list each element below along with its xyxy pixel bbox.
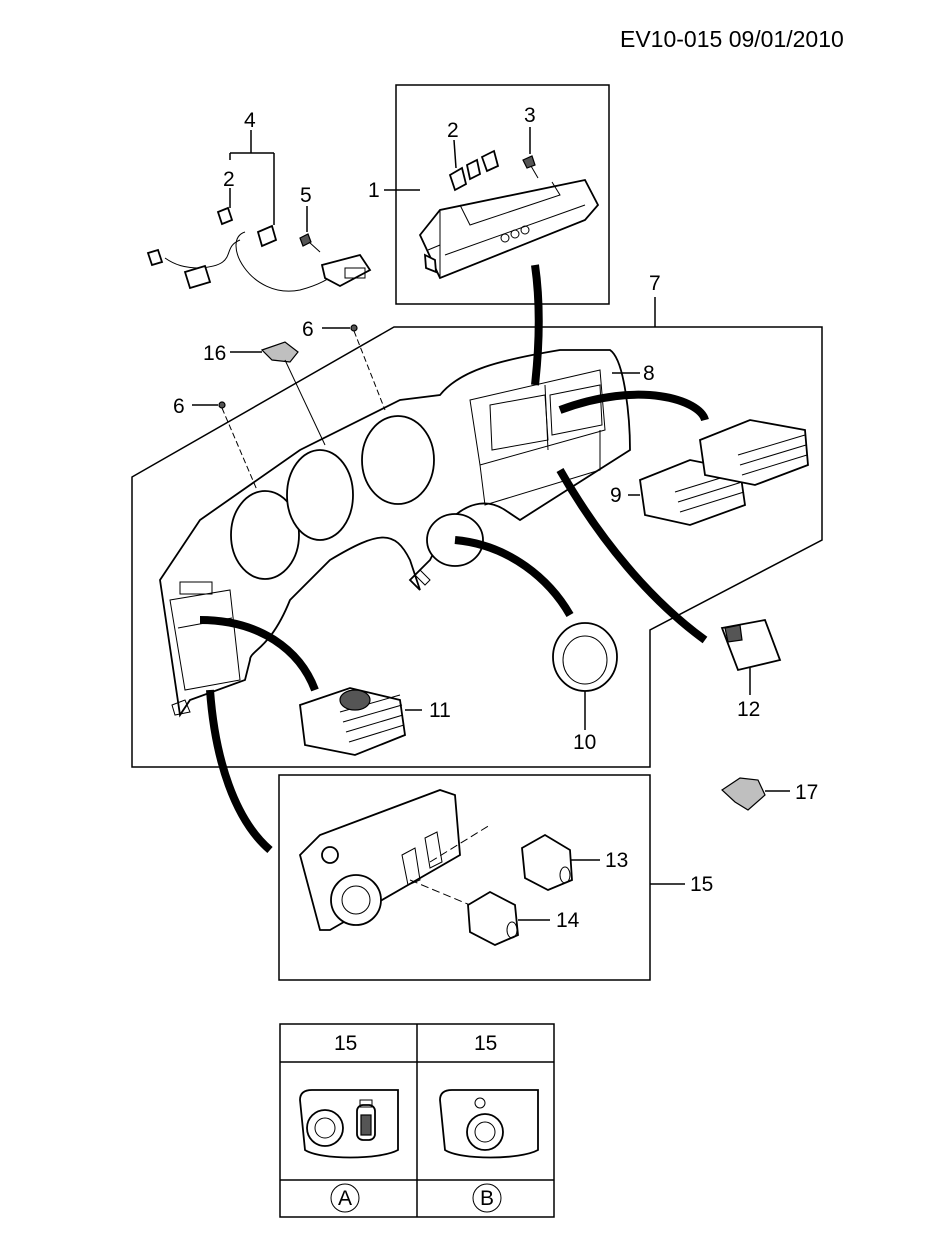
part-5-screw [299, 233, 321, 253]
callout-9: 9 [610, 484, 622, 507]
part-14-knob-cap [467, 890, 519, 946]
part-4-wiring-harness [146, 206, 372, 292]
callout-4: 4 [244, 109, 256, 132]
variant-a-circle [330, 1183, 360, 1213]
part-6-screw-b [218, 401, 258, 491]
leader-arc-9 [558, 390, 709, 422]
group-box-15 [278, 774, 651, 981]
part-1-center-panel [418, 178, 600, 280]
part-17-clip [721, 777, 766, 811]
part-13-knob-cap [521, 833, 573, 891]
variant-a-panel [299, 1089, 399, 1159]
callout-8: 8 [643, 362, 655, 385]
part-11-air-vent [299, 687, 406, 756]
leader-arc-15 [206, 689, 273, 854]
callout-16: 16 [203, 342, 226, 365]
part-8-instrument-panel-bezel [159, 349, 631, 718]
callout-15: 15 [690, 873, 713, 896]
leader-arc-1 [531, 264, 543, 386]
callout-6-top: 6 [302, 318, 314, 341]
variant-table: 15 15 A B [279, 1023, 555, 1218]
callout-2-left: 2 [223, 168, 235, 191]
variant-a-part-number: 15 [334, 1032, 357, 1055]
part-6-screw-a [350, 324, 386, 411]
diagram-code: EV10-015 09/01/2010 [620, 26, 844, 52]
variant-a-label: A [338, 1187, 352, 1210]
variant-b-part-number: 15 [474, 1032, 497, 1055]
variant-b-panel [439, 1089, 539, 1159]
callout-12: 12 [737, 698, 760, 721]
callout-11: 11 [429, 699, 451, 722]
callout-7: 7 [649, 272, 661, 295]
leader-arc-11 [199, 616, 319, 692]
callout-17: 17 [795, 781, 818, 804]
part-2-bulb-pair-top [448, 149, 500, 192]
part-16-clip [260, 341, 326, 446]
callout-6-left: 6 [173, 395, 185, 418]
group-box-1 [395, 84, 610, 305]
part-12-switch [720, 618, 782, 672]
group-box-7 [131, 326, 823, 768]
part-9-air-vent-pair [639, 419, 809, 526]
variant-b-circle [472, 1183, 502, 1213]
part-10-trim-ring [552, 622, 618, 692]
variant-b-label: B [480, 1187, 494, 1210]
leader-arc-12 [556, 468, 708, 644]
part-3-screw-top [522, 155, 539, 179]
callout-14: 14 [556, 909, 580, 932]
callout-3: 3 [524, 104, 536, 127]
leader-arc-10 [454, 536, 574, 617]
callout-2-top: 2 [447, 119, 459, 142]
part-15-control-panel [298, 789, 491, 931]
callout-1: 1 [368, 179, 380, 202]
callout-5: 5 [300, 184, 312, 207]
callout-13: 13 [605, 849, 628, 872]
callout-10: 10 [573, 731, 596, 754]
